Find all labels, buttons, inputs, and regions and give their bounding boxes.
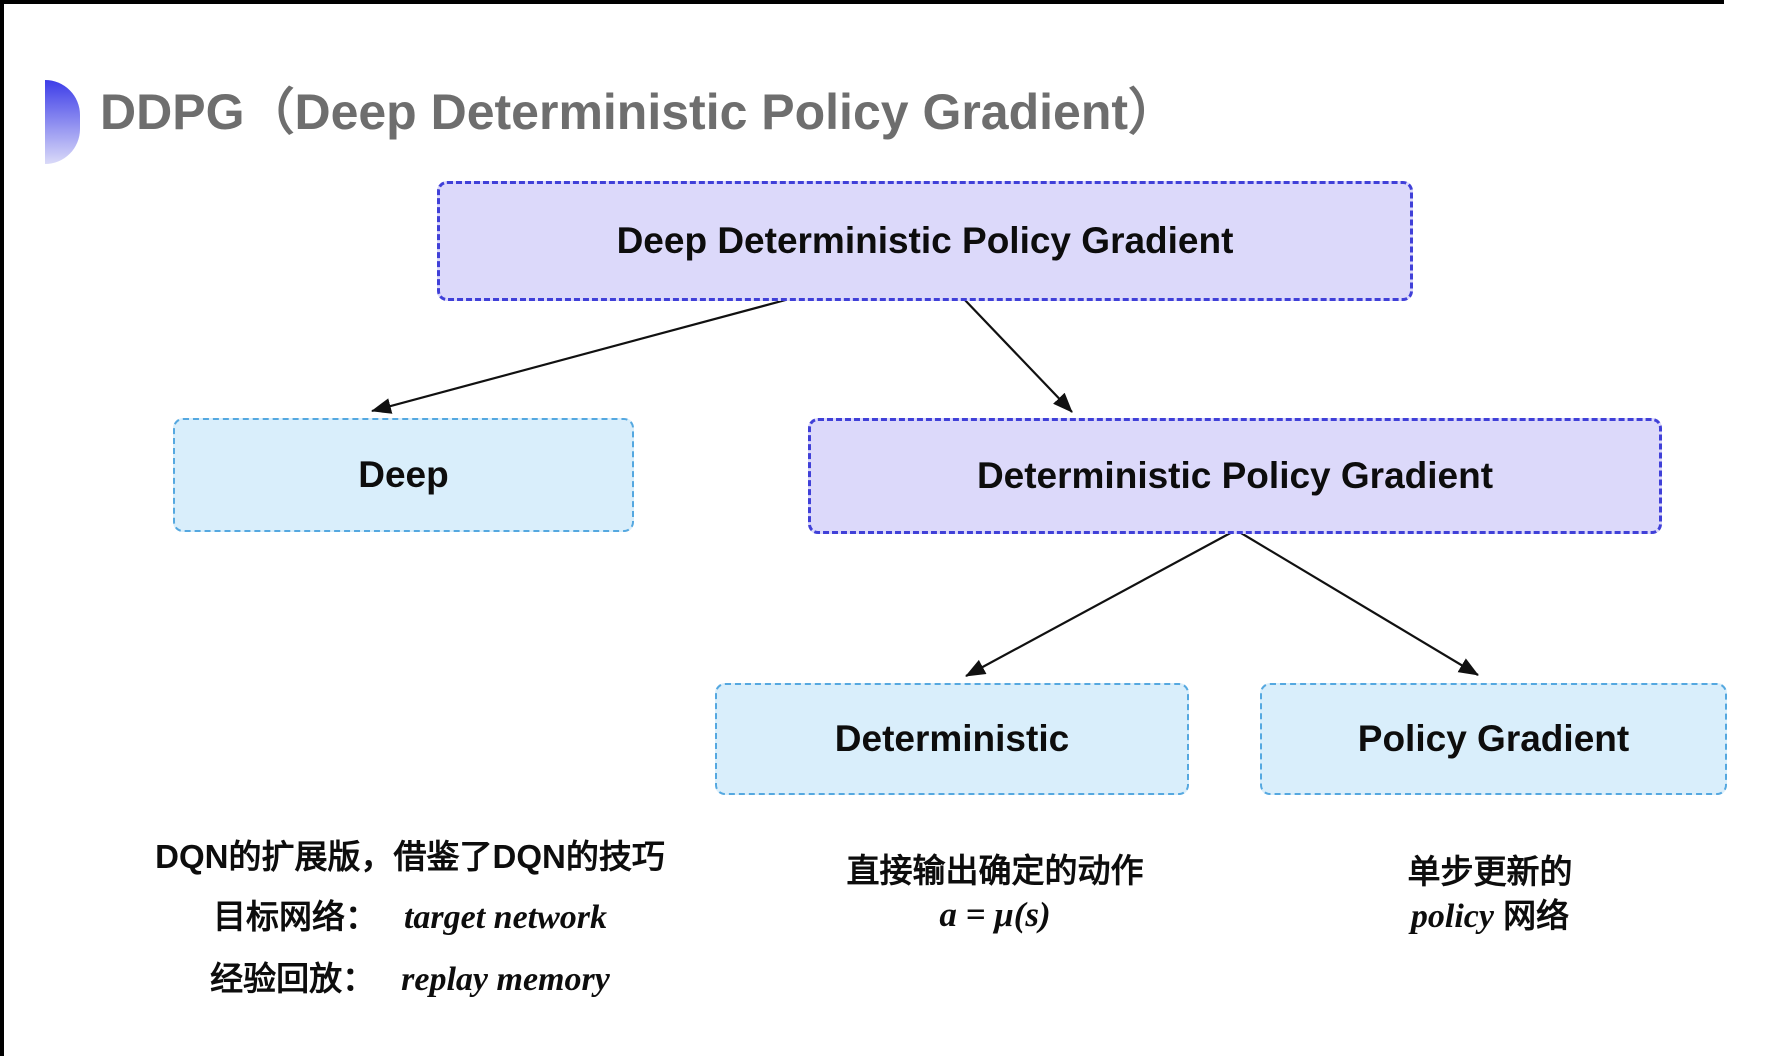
- note-zh-network: 网络: [1493, 897, 1570, 934]
- node-deterministic-policy-gradient: Deterministic Policy Gradient: [808, 418, 1662, 534]
- note-formula-a-mu-s: a = μ(s): [939, 895, 1051, 934]
- node-label: Deterministic: [834, 718, 1070, 759]
- note-en-replay-memory: replay memory: [401, 961, 610, 998]
- note-line-single-step: 单步更新的: [1407, 853, 1573, 890]
- bullet-semicircle-icon: [45, 80, 80, 164]
- note-policy-network: 单步更新的 policy 网络: [1285, 855, 1695, 934]
- page-title: DDPG（Deep Deterministic Policy Gradient）: [100, 84, 1179, 140]
- node-deterministic: Deterministic: [715, 683, 1189, 795]
- note-line-target-network: 目标网络： target network: [110, 900, 710, 935]
- note-zh-replay: 经验回放：: [210, 960, 376, 997]
- arrow-root-to-deep: [371, 296, 794, 414]
- note-line-replay-memory: 经验回放： replay memory: [110, 962, 710, 997]
- arrow-dpg-to-deterministic: [965, 529, 1237, 677]
- note-line-direct-output: 直接输出确定的动作: [846, 852, 1144, 889]
- arrow-root-to-dpg: [962, 297, 1073, 413]
- note-zh-target: 目标网络：: [212, 898, 378, 935]
- node-label: Deep Deterministic Policy Gradient: [616, 220, 1234, 261]
- note-dqn-extension: DQN的扩展版，借鉴了DQN的技巧 目标网络： target network 经验…: [110, 840, 710, 1024]
- node-label: Deep: [358, 454, 449, 495]
- node-label: Deterministic Policy Gradient: [976, 455, 1494, 496]
- node-deep: Deep: [173, 418, 634, 532]
- note-line-dqn: DQN的扩展版，借鉴了DQN的技巧: [155, 838, 665, 875]
- node-deep-deterministic-policy-gradient: Deep Deterministic Policy Gradient: [437, 181, 1413, 301]
- note-line-policy-network: policy 网络: [1285, 899, 1695, 934]
- arrow-dpg-to-policy-gradient: [1235, 529, 1479, 676]
- note-deterministic-action: 直接输出确定的动作 a = μ(s): [790, 854, 1200, 932]
- left-edge-line: [0, 0, 4, 1056]
- note-en-policy: policy: [1410, 898, 1494, 935]
- node-label: Policy Gradient: [1357, 718, 1630, 759]
- note-en-target-network: target network: [403, 899, 608, 936]
- node-policy-gradient: Policy Gradient: [1260, 683, 1727, 795]
- top-edge-line: [0, 0, 1724, 4]
